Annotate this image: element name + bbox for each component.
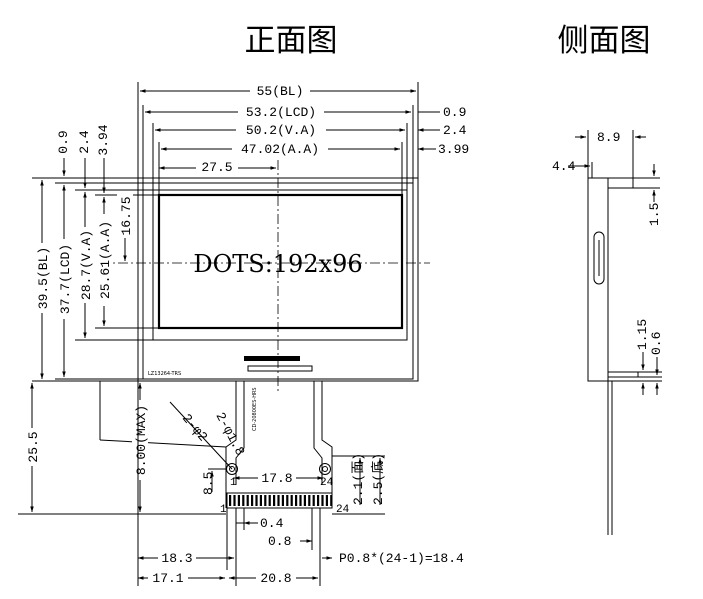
dim-gap-top-aa: 3.94	[96, 124, 111, 155]
dim-gap-right-aa: 3.99	[438, 142, 469, 157]
dim-bl-width: 55(BL)	[257, 84, 304, 99]
dim-side-b1: 1.15	[635, 319, 650, 350]
dim-lcd-width: 53.2(LCD)	[246, 105, 316, 120]
dim-pitch-formula: P0.8*(24-1)=18.4	[339, 551, 464, 566]
dim-gap-top-va: 2.4	[77, 130, 92, 154]
fpc-bond-strip	[247, 365, 313, 372]
dim-center-x: 27.5	[201, 160, 232, 175]
pin-1-label: 1	[230, 477, 237, 489]
side-fpc-exit	[607, 371, 639, 378]
front-view-title: 正面图	[245, 23, 338, 59]
pin-24-label: 24	[320, 477, 334, 489]
dim-center-y: 16.75	[119, 196, 134, 235]
fpc-outline-sides	[225, 381, 333, 508]
dim-side-width: 8.9	[597, 130, 620, 145]
dim-aa-height: 25.61(A.A)	[98, 221, 113, 299]
backlight-outline	[137, 177, 419, 382]
side-ic-bump	[593, 231, 605, 285]
side-backlight-body	[587, 177, 609, 382]
dim-gap-right-va: 2.4	[443, 123, 467, 138]
side-view: 8.9 4.4 1.5 1.15 0.6	[552, 130, 664, 535]
dim-pad-width: 0.4	[260, 516, 284, 531]
display-resolution-label: DOTS:192x96	[193, 250, 362, 278]
dim-gap-top-lcd: 0.9	[56, 130, 71, 153]
fpc-inner-outline	[235, 381, 323, 485]
side-glass-top	[607, 177, 634, 189]
mounting-hole-right	[319, 463, 331, 475]
dim-left-offset-1: 18.3	[161, 551, 192, 566]
dim-fpc-max: 8.00(MAX)	[134, 405, 149, 475]
left-dimensions: 39.5(BL) 37.7(LCD) 28.7(V.A) 25.61(A.A) …	[18, 124, 227, 515]
dim-gap-right-lcd: 0.9	[443, 105, 466, 120]
fpc-part-code: CD-20800ES-HRS	[252, 387, 258, 431]
glass-part-code: LZ13264-TRS	[148, 371, 181, 377]
dim-fpc-length: 25.5	[26, 431, 41, 462]
fpc-contact-pads	[226, 492, 333, 509]
dim-bl-height: 39.5(BL)	[36, 247, 51, 309]
dim-hole-spacing: 17.8	[261, 471, 292, 486]
dim-pitch: 0.8	[268, 534, 291, 549]
dim-fpc-tail: 8.5	[201, 472, 216, 495]
svg-text:24: 24	[336, 504, 350, 516]
dim-side-top: 4.4	[552, 159, 576, 174]
fpc-bottom-dimensions: 17.8 8.5 0.4 0.8 18.3 P0.8*(24-1)=18.4 1…	[137, 381, 464, 586]
hole-callout-phi2: 2-φ2	[179, 411, 211, 445]
dim-lcd-height: 37.7(LCD)	[58, 244, 73, 314]
dim-left-offset-2: 17.1	[152, 571, 183, 586]
side-view-title: 侧面图	[558, 23, 651, 59]
svg-text:1: 1	[220, 504, 227, 516]
dim-base-thickness: 2.5(底)	[370, 453, 386, 505]
dim-side-fpc: 1.5	[647, 203, 662, 226]
dim-va-height: 28.7(V.A)	[79, 230, 94, 300]
mounting-hole-left	[226, 463, 238, 475]
dim-aa-width: 47.02(A.A)	[241, 142, 319, 157]
ic-bond-bar	[244, 356, 300, 361]
top-dimensions: 55(BL) 53.2(LCD) 50.2(V.A) 47.02(A.A) 27…	[137, 82, 469, 195]
dim-va-width: 50.2(V.A)	[246, 123, 316, 138]
dim-pin-span: 20.8	[260, 571, 291, 586]
dim-face-thickness: 2.1(面)	[351, 453, 366, 505]
dim-side-b2: 0.6	[649, 332, 664, 355]
viewing-area-outline	[152, 189, 408, 341]
active-area-outline	[157, 193, 404, 330]
front-view: DOTS:192x96 LZ13264-TRS CD-20800ES-HRS 1…	[100, 160, 430, 516]
hole-callout-phi18: 2-φ1.8	[212, 410, 247, 458]
